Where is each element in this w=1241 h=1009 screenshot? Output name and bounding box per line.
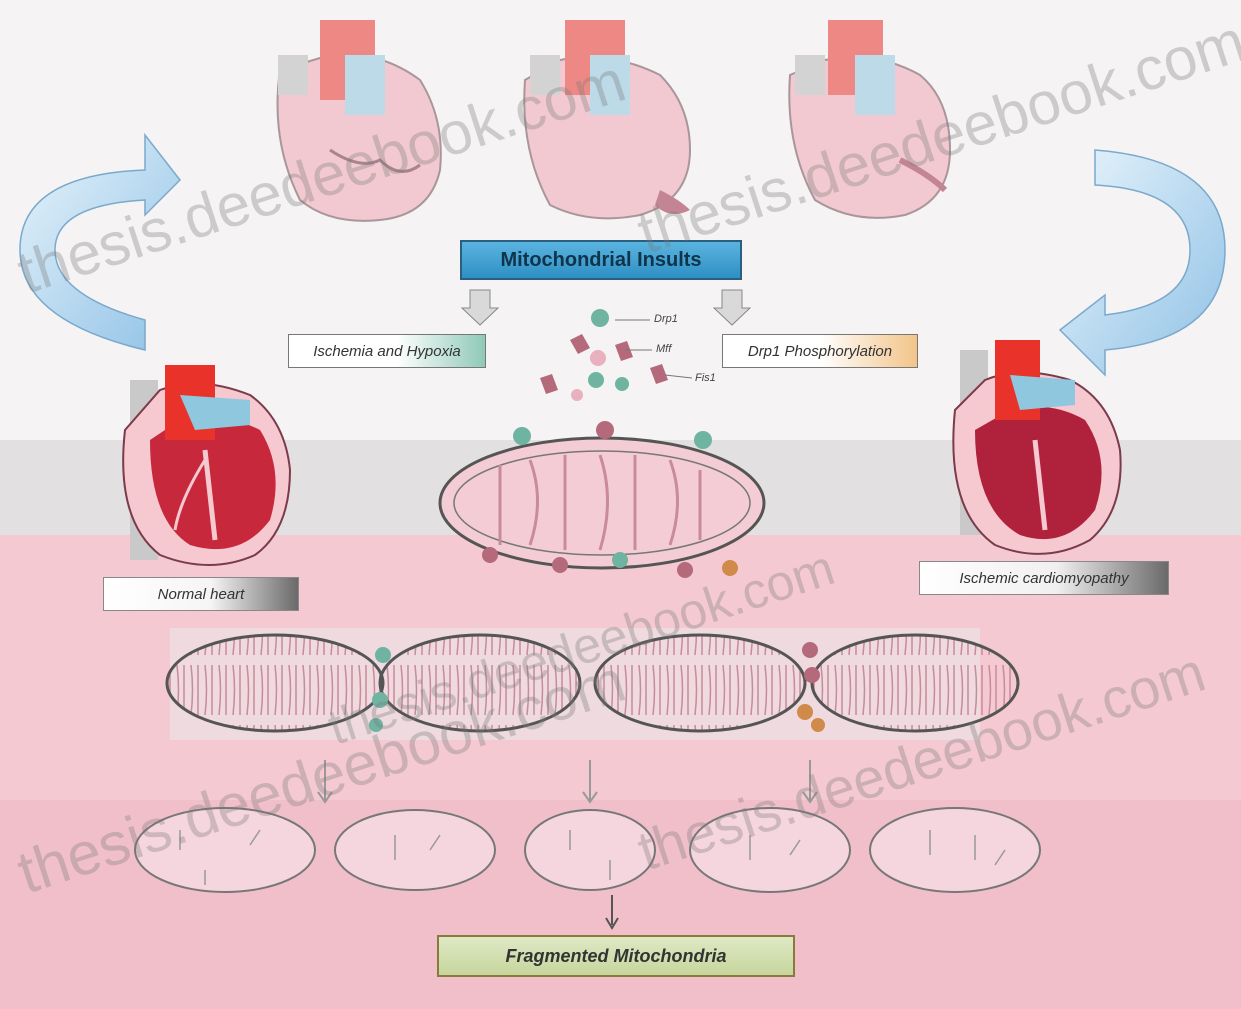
drp1-phosphorylation-label: Drp1 Phosphorylation <box>722 334 918 368</box>
large-mitochondrion <box>440 421 764 578</box>
normal-heart <box>123 365 290 565</box>
drp1-molecule-label: Drp1 <box>654 313 678 325</box>
heart-top-middle <box>524 20 690 218</box>
normal-heart-label: Normal heart <box>103 577 299 611</box>
ischemia-hypoxia-label: Ischemia and Hypoxia <box>288 334 486 368</box>
curved-arrow-left <box>20 135 180 350</box>
fis1-molecule-label: Fis1 <box>695 372 716 384</box>
ischemic-heart <box>953 340 1120 554</box>
mff-molecule-label: Mff <box>656 343 671 355</box>
heart-top-right <box>789 20 950 218</box>
mitochondrial-insults-label: Mitochondrial Insults <box>460 240 742 280</box>
heart-top-left <box>278 20 441 221</box>
ischemic-cardiomyopathy-label: Ischemic cardiomyopathy <box>919 561 1169 595</box>
mitochondria-row <box>167 628 1018 740</box>
curved-arrow-right <box>1060 150 1225 375</box>
fragmented-mitochondria-label: Fragmented Mitochondria <box>437 935 795 977</box>
fragmented-mitochondria-row <box>135 808 1040 892</box>
